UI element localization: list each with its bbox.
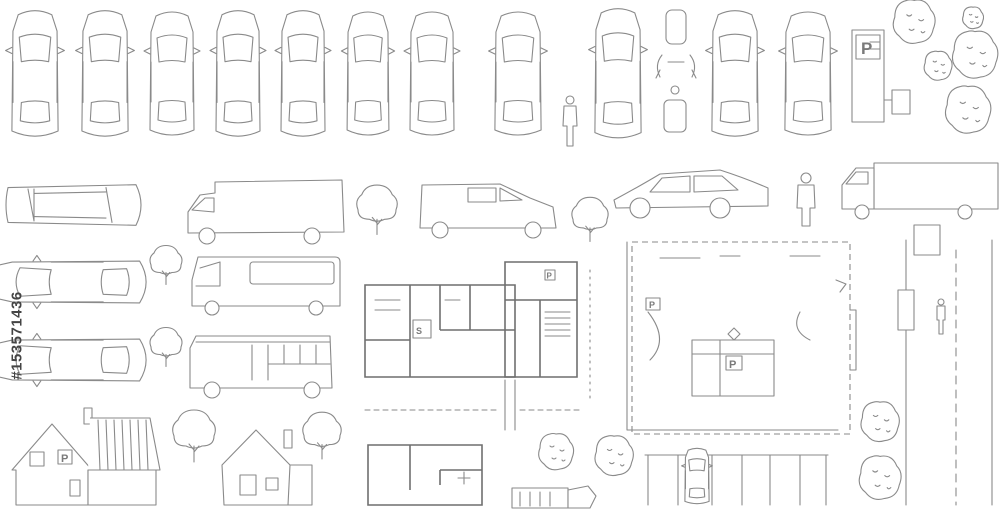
house-parking-sign-letter: P [61, 453, 68, 465]
car-top-view-icon [209, 10, 267, 137]
floor-plan-room-letter: S [416, 326, 422, 336]
stock-id-watermark: #153571436 [4, 250, 30, 420]
tree-icon [149, 245, 183, 285]
delivery-van-side-icon [188, 180, 344, 244]
tree-icon [923, 50, 953, 81]
car-top-view-icon [274, 10, 332, 137]
car-top-view-icon [488, 11, 548, 136]
car-top-view-icon [681, 447, 713, 504]
tree-icon [172, 409, 216, 463]
top-view-cars [5, 8, 838, 139]
parking-spaces [645, 447, 828, 505]
house-icon [222, 430, 312, 505]
garage-floor-plan [368, 445, 482, 505]
person-icon [797, 173, 815, 226]
car-top-view-icon [588, 8, 648, 139]
car-top-view-icon [403, 11, 461, 136]
tree-icon [149, 327, 183, 367]
car-top-view-icon [340, 11, 396, 136]
tree-icon [858, 455, 902, 501]
tree-icon [962, 6, 984, 30]
house-icon: P [12, 408, 160, 505]
tree-icon [594, 435, 634, 477]
parking-pay-station: P [852, 30, 910, 122]
tree-icon [944, 85, 992, 134]
road-strip [898, 225, 992, 505]
person-icon [563, 96, 577, 146]
tree-icon [860, 401, 900, 443]
sedan-side-icon [614, 170, 768, 218]
tree-icon [892, 0, 936, 45]
tree-icon [571, 196, 609, 242]
small-bus-side-icon [192, 257, 340, 315]
stock-id-text: #153571436 [8, 290, 26, 380]
city-bus-side-icon [190, 336, 332, 398]
parking-sign-letter: P [861, 39, 872, 58]
floor-plan-parking-letter: P [547, 272, 553, 281]
minivan-side-icon [420, 184, 556, 238]
tree-icon [356, 184, 398, 236]
bike-rack-icon [512, 486, 596, 508]
limousine-top-view-icon [5, 183, 142, 227]
car-top-view-icon [705, 10, 765, 137]
parking-lot-plan: P P [627, 242, 856, 434]
car-top-view-icon [5, 10, 65, 137]
car-open-doors-icon [656, 10, 696, 132]
car-top-view-icon [75, 10, 135, 137]
car-top-view-icon [778, 11, 838, 136]
tree-icon [302, 411, 342, 460]
car-top-view-icon [143, 11, 201, 136]
house-floor-plan: S P [365, 262, 590, 430]
person-icon [937, 299, 945, 334]
building-parking-sign-letter: P [729, 359, 736, 371]
tree-icon [538, 432, 575, 471]
parking-lot-sign-letter: P [649, 300, 655, 310]
box-truck-side-icon [842, 163, 998, 219]
tree-icon [951, 30, 999, 79]
